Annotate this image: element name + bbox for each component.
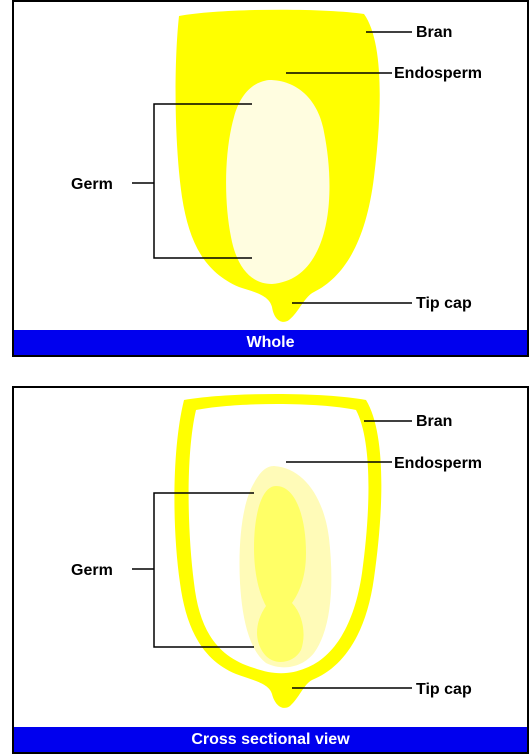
cross-endosperm-label: Endosperm xyxy=(394,455,482,472)
whole-endosperm-label: Endosperm xyxy=(394,65,482,82)
whole-bran-label: Bran xyxy=(416,24,452,41)
cross-bran-label: Bran xyxy=(416,413,452,430)
whole-tip-cap-label: Tip cap xyxy=(416,295,472,312)
whole-germ-label: Germ xyxy=(71,176,113,193)
cross-tip-cap-label: Tip cap xyxy=(416,681,472,698)
whole-kernel-diagram: Bran Endosperm Germ Tip cap xyxy=(14,2,527,355)
whole-germ-shape xyxy=(226,80,329,284)
cross-section-diagram: Bran Endosperm Germ Tip cap xyxy=(14,388,527,752)
cross-section-panel: Bran Endosperm Germ Tip cap Cross sectio… xyxy=(12,386,529,754)
cross-germ-label: Germ xyxy=(71,562,113,579)
whole-caption: Whole xyxy=(14,330,527,355)
cross-caption: Cross sectional view xyxy=(14,727,527,752)
cross-germ-shape xyxy=(254,486,306,662)
whole-kernel-panel: Bran Endosperm Germ Tip cap Whole xyxy=(12,0,529,357)
